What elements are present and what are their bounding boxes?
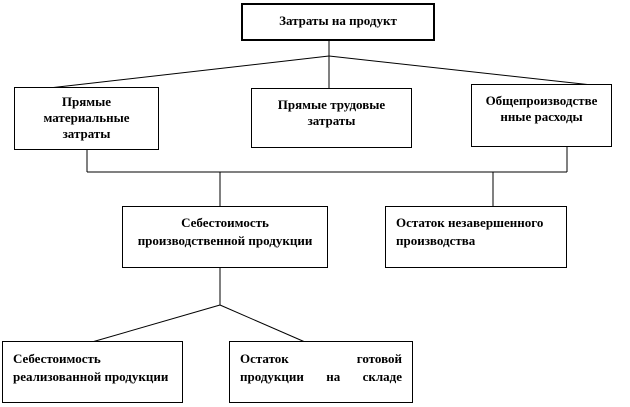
direct-labor-label: Прямые трудовые затраты [277, 97, 386, 128]
cost-of-sales-label: Себестоимость реализованной продукции [13, 351, 169, 384]
production-cost-box: Себестоимость производственной продукции [122, 206, 328, 268]
connector-to-cost-of-sales [91, 304, 221, 343]
connector-to-finished-goods [219, 304, 306, 343]
direct-materials-label: Прямые материальные затраты [43, 94, 130, 141]
connector-root-to-overhead [328, 55, 611, 88]
overhead-label: Общепроизводстве нные расходы [485, 93, 598, 124]
finished-goods-box: Остаток готовой продукции на складе [229, 341, 413, 403]
wip-box: Остаток незавершенного производства [385, 206, 567, 268]
finished-goods-label: Остаток готовой продукции на складе [240, 351, 402, 384]
direct-materials-box: Прямые материальные затраты [14, 87, 159, 150]
root-box: Затраты на продукт [241, 3, 435, 41]
wip-label: Остаток незавершенного производства [396, 215, 544, 248]
connector-root-to-direct-materials [13, 55, 330, 93]
direct-labor-box: Прямые трудовые затраты [251, 88, 412, 148]
root-label: Затраты на продукт [279, 13, 397, 28]
production-cost-label: Себестоимость производственной продукции [137, 215, 313, 248]
overhead-box: Общепроизводстве нные расходы [471, 84, 612, 147]
cost-of-sales-box: Себестоимость реализованной продукции [2, 341, 183, 403]
